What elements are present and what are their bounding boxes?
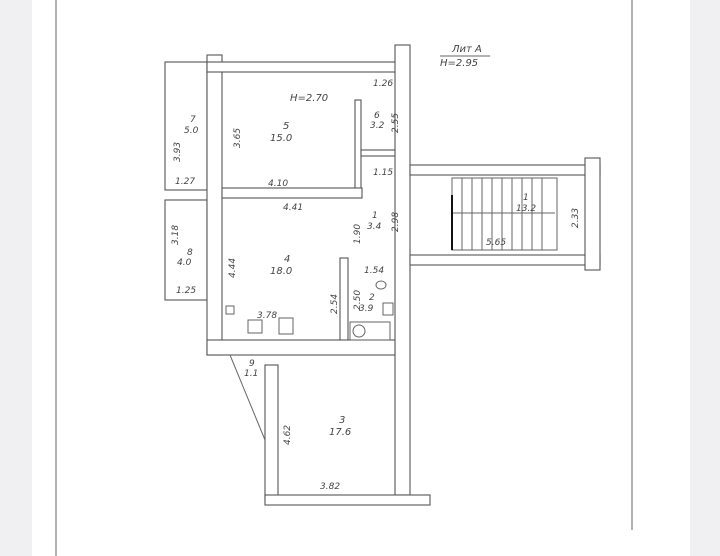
svg-text:3.2: 3.2 — [370, 121, 385, 131]
wall-diagonal — [229, 354, 266, 441]
room-9: 91.1 — [244, 359, 258, 379]
dim: 4.10 — [268, 179, 288, 189]
dim: 1.27 — [175, 177, 195, 187]
svg-text:17.6: 17.6 — [329, 427, 351, 438]
dim: 3.82 — [320, 482, 340, 492]
wall-closet — [354, 99, 362, 191]
room-1-corridor: 13.4 — [367, 211, 382, 232]
svg-text:1: 1 — [372, 211, 378, 221]
bathtub-icon — [349, 321, 391, 341]
dim: 3.93 — [173, 142, 183, 162]
dim: 1.26 — [373, 79, 393, 89]
room-5: 515.0 — [270, 121, 292, 144]
room-4: 418.0 — [270, 254, 292, 277]
dim: 2.55 — [391, 113, 401, 133]
svg-text:1.1: 1.1 — [244, 369, 258, 379]
dim: 4.41 — [283, 203, 303, 213]
svg-text:8: 8 — [187, 248, 193, 258]
balcony-7 — [164, 61, 208, 191]
stove-icon — [278, 317, 294, 335]
wall-closet-bottom — [360, 149, 396, 157]
dim: 4.44 — [228, 258, 238, 278]
svg-text:5.0: 5.0 — [184, 126, 199, 136]
bathtub-drain-icon — [352, 324, 366, 338]
toilet-icon — [375, 280, 387, 290]
dim: 2.54 — [330, 294, 340, 314]
svg-text:2: 2 — [369, 293, 375, 303]
room-8: 84.0 — [177, 248, 193, 268]
wall-outer-left — [206, 54, 223, 356]
vent-icon — [225, 305, 235, 315]
room-3: 317.6 — [329, 415, 351, 438]
liter-label: Лит А — [451, 44, 482, 55]
dim: 2.50 — [353, 290, 363, 310]
dim: 2.98 — [391, 212, 401, 232]
dim: 3.18 — [171, 225, 181, 245]
room-7: 75.0 — [184, 115, 199, 136]
svg-text:1: 1 — [523, 193, 529, 203]
dim: 1.15 — [373, 168, 393, 178]
svg-text:3.4: 3.4 — [367, 222, 382, 232]
svg-text:18.0: 18.0 — [270, 266, 292, 277]
room-height: H=2.70 — [290, 93, 328, 104]
balcony-8 — [164, 199, 208, 301]
wall-bathroom — [339, 257, 349, 349]
wall-room3-bottom — [264, 494, 431, 506]
wall-room3-left — [264, 364, 279, 501]
svg-text:15.0: 15.0 — [270, 133, 292, 144]
sink-icon — [382, 302, 394, 316]
svg-text:6: 6 — [374, 111, 380, 121]
svg-text:5: 5 — [283, 121, 289, 132]
kitchen-sink-icon — [247, 319, 263, 334]
wall-kitchen-bottom — [206, 339, 396, 356]
svg-text:9: 9 — [249, 359, 255, 369]
wall-stair-top — [409, 164, 601, 176]
right-margin — [690, 0, 720, 556]
svg-text:3.9: 3.9 — [359, 304, 374, 314]
wall-central — [394, 44, 411, 496]
left-margin — [0, 0, 32, 556]
wall-stair-bottom — [409, 254, 601, 266]
dim: 1.25 — [176, 286, 196, 296]
svg-text:4: 4 — [284, 254, 290, 265]
svg-text:4.0: 4.0 — [177, 258, 192, 268]
svg-text:3: 3 — [339, 415, 345, 426]
dim: 2.33 — [571, 208, 581, 228]
svg-text:13.2: 13.2 — [516, 204, 536, 214]
ceiling-height: H=2.95 — [440, 58, 478, 69]
dim: 4.62 — [283, 425, 293, 445]
dim: 3.65 — [233, 128, 243, 148]
dim: 1.54 — [364, 266, 384, 276]
wall-stair-right — [584, 157, 601, 271]
wall-room5-room4 — [221, 187, 363, 199]
room-2: 23.9 — [359, 293, 375, 314]
room-1-stair: 113.2 — [516, 193, 536, 214]
wall-top — [206, 61, 398, 73]
svg-text:7: 7 — [190, 115, 196, 125]
dim: 5.65 — [486, 238, 506, 248]
dim: 1.90 — [353, 224, 363, 244]
room-6: 63.2 — [370, 111, 385, 131]
dim: 3.78 — [257, 311, 277, 321]
staircase — [451, 177, 558, 251]
